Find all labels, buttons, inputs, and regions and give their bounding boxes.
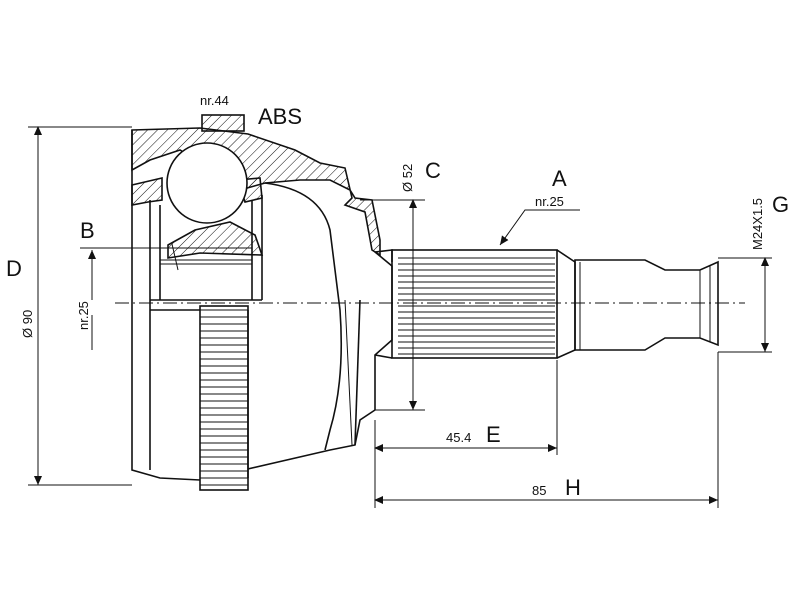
bell-housing-curve bbox=[264, 182, 343, 451]
label-nr25-left: nr.25 bbox=[76, 301, 91, 330]
abs-ring bbox=[199, 305, 249, 491]
label-dia52: Ø 52 bbox=[400, 164, 415, 192]
spline-shaft bbox=[391, 249, 558, 359]
circlip bbox=[171, 243, 179, 271]
label-dia90: Ø 90 bbox=[20, 310, 35, 338]
bell-housing-shoulder bbox=[354, 299, 361, 446]
label-abs: ABS bbox=[258, 104, 302, 129]
ball-bearing bbox=[166, 142, 248, 224]
label-b: B bbox=[80, 218, 95, 243]
abs-sensor-block bbox=[201, 114, 245, 132]
spline-teeth bbox=[398, 257, 555, 355]
dim-a-leader bbox=[499, 209, 580, 246]
inner-race-section bbox=[167, 221, 264, 259]
thread-section bbox=[574, 259, 719, 351]
abs-ring-teeth bbox=[200, 309, 248, 486]
label-d: D bbox=[6, 256, 22, 281]
bell-housing-shoulder-inner bbox=[344, 299, 353, 446]
label-dim85: 85 bbox=[532, 483, 546, 498]
label-dim454: 45.4 bbox=[446, 430, 471, 445]
label-thread: M24X1.5 bbox=[750, 198, 765, 250]
cage-left-section bbox=[131, 176, 163, 206]
label-g: G bbox=[772, 192, 789, 217]
label-c: C bbox=[425, 158, 441, 183]
label-e: E bbox=[486, 422, 501, 447]
spline-end bbox=[556, 249, 576, 359]
label-nr25-top: nr.25 bbox=[535, 194, 564, 209]
label-h: H bbox=[565, 475, 581, 500]
label-a: A bbox=[552, 166, 567, 191]
label-nr44: nr.44 bbox=[200, 93, 229, 108]
